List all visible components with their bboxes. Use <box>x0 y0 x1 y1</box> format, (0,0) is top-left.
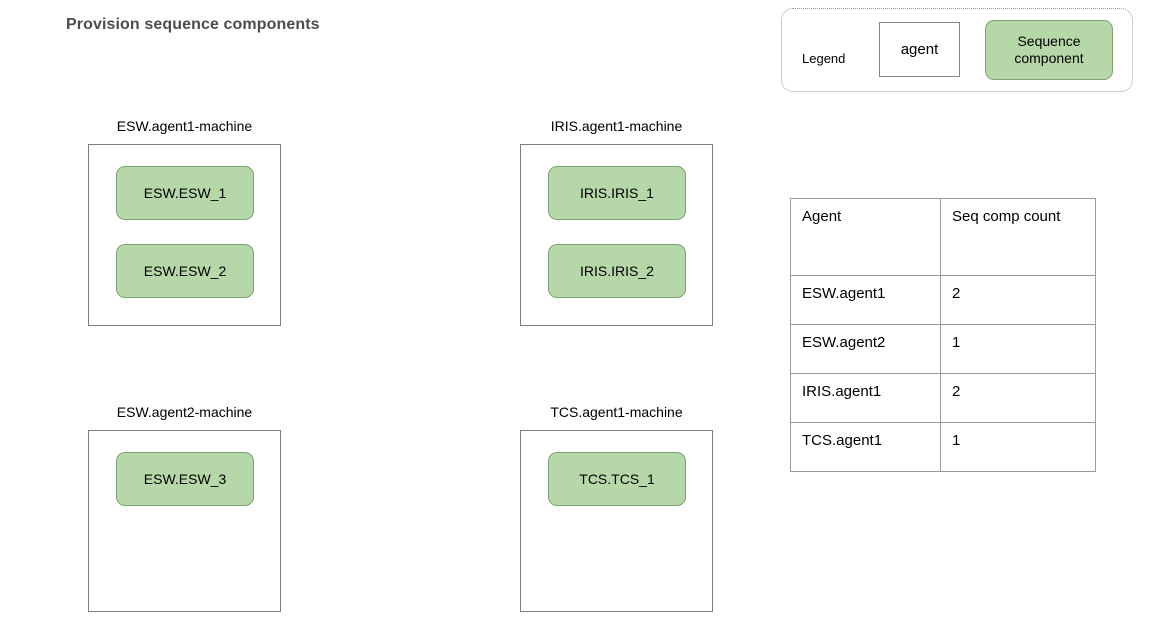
machine-box-esw-agent1: ESW.ESW_1 ESW.ESW_2 <box>88 144 281 326</box>
table-cell-count: 1 <box>940 324 1096 374</box>
sequence-component-node[interactable]: IRIS.IRIS_1 <box>548 166 686 220</box>
legend-agent-swatch-label: agent <box>900 41 939 58</box>
table-cell-agent: TCS.agent1 <box>790 422 941 472</box>
machine-label-iris-agent1: IRIS.agent1-machine <box>550 118 683 134</box>
table-row: IRIS.agent1 2 <box>790 373 1096 423</box>
table-cell-count: 2 <box>940 373 1096 423</box>
table-row: TCS.agent1 1 <box>790 422 1096 472</box>
sequence-component-node[interactable]: ESW.ESW_3 <box>116 452 254 506</box>
sequence-component-node[interactable]: ESW.ESW_1 <box>116 166 254 220</box>
legend-panel: Legend agent Sequence component <box>781 8 1133 92</box>
legend-agent-swatch: agent <box>879 22 960 77</box>
legend-sequence-component-swatch-label: Sequence component <box>1014 32 1084 67</box>
sequence-component-node[interactable]: TCS.TCS_1 <box>548 452 686 506</box>
table-cell-agent: ESW.agent2 <box>790 324 941 374</box>
machine-label-esw-agent1: ESW.agent1-machine <box>116 118 253 134</box>
table-row: ESW.agent1 2 <box>790 275 1096 325</box>
machine-label-esw-agent2: ESW.agent2-machine <box>116 404 253 420</box>
page-title: Provision sequence components <box>66 16 320 33</box>
table-header-row: Agent Seq comp count <box>790 198 1096 276</box>
machine-label-tcs-agent1: TCS.agent1-machine <box>550 404 683 420</box>
machine-box-iris-agent1: IRIS.IRIS_1 IRIS.IRIS_2 <box>520 144 713 326</box>
table-cell-count: 2 <box>940 275 1096 325</box>
legend-sequence-component-swatch: Sequence component <box>985 20 1113 80</box>
machine-box-tcs-agent1: TCS.TCS_1 <box>520 430 713 612</box>
legend-label: Legend <box>802 51 846 66</box>
table-cell-agent: ESW.agent1 <box>790 275 941 325</box>
machine-box-esw-agent2: ESW.ESW_3 <box>88 430 281 612</box>
table-header-seq-comp-count: Seq comp count <box>940 198 1096 276</box>
table-header-agent: Agent <box>790 198 941 276</box>
sequence-component-node[interactable]: ESW.ESW_2 <box>116 244 254 298</box>
agent-seq-comp-count-table: Agent Seq comp count ESW.agent1 2 ESW.ag… <box>790 198 1096 472</box>
table-row: ESW.agent2 1 <box>790 324 1096 374</box>
table-cell-count: 1 <box>940 422 1096 472</box>
sequence-component-node[interactable]: IRIS.IRIS_2 <box>548 244 686 298</box>
table-cell-agent: IRIS.agent1 <box>790 373 941 423</box>
